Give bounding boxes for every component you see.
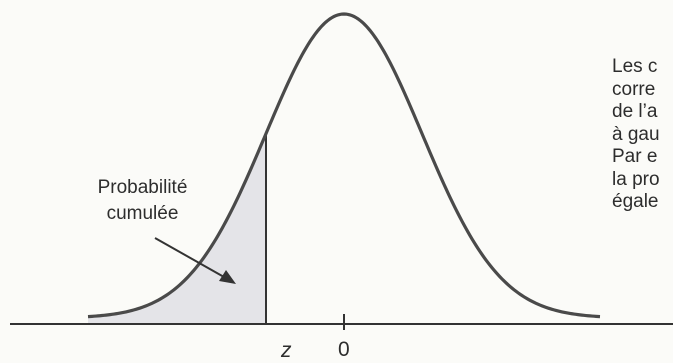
callout-arrow-shaft [154, 237, 225, 278]
side-text-line: Par e [612, 146, 658, 167]
bell-curve [87, 12, 601, 319]
side-text-line: à gau [612, 123, 660, 145]
callout-line-2: cumulée [106, 203, 179, 224]
cumulative-probability-label: Probabilité cumulée [70, 175, 215, 227]
cumulative-probability-area [88, 133, 266, 324]
z-label: z [281, 339, 292, 362]
callout-arrowhead [219, 270, 236, 284]
truncated-explanation-text: Les c corre de l’a à gau Par e la pro ég… [612, 56, 673, 214]
side-text-line: égale [612, 191, 659, 212]
side-text-line: de l’a [612, 101, 658, 122]
zero-label: 0 [338, 338, 350, 361]
callout-line-1: Probabilité [97, 177, 188, 198]
side-text-line: corre [612, 78, 656, 100]
side-text-line: la pro [612, 168, 660, 190]
side-text-line: Les c [612, 56, 658, 77]
